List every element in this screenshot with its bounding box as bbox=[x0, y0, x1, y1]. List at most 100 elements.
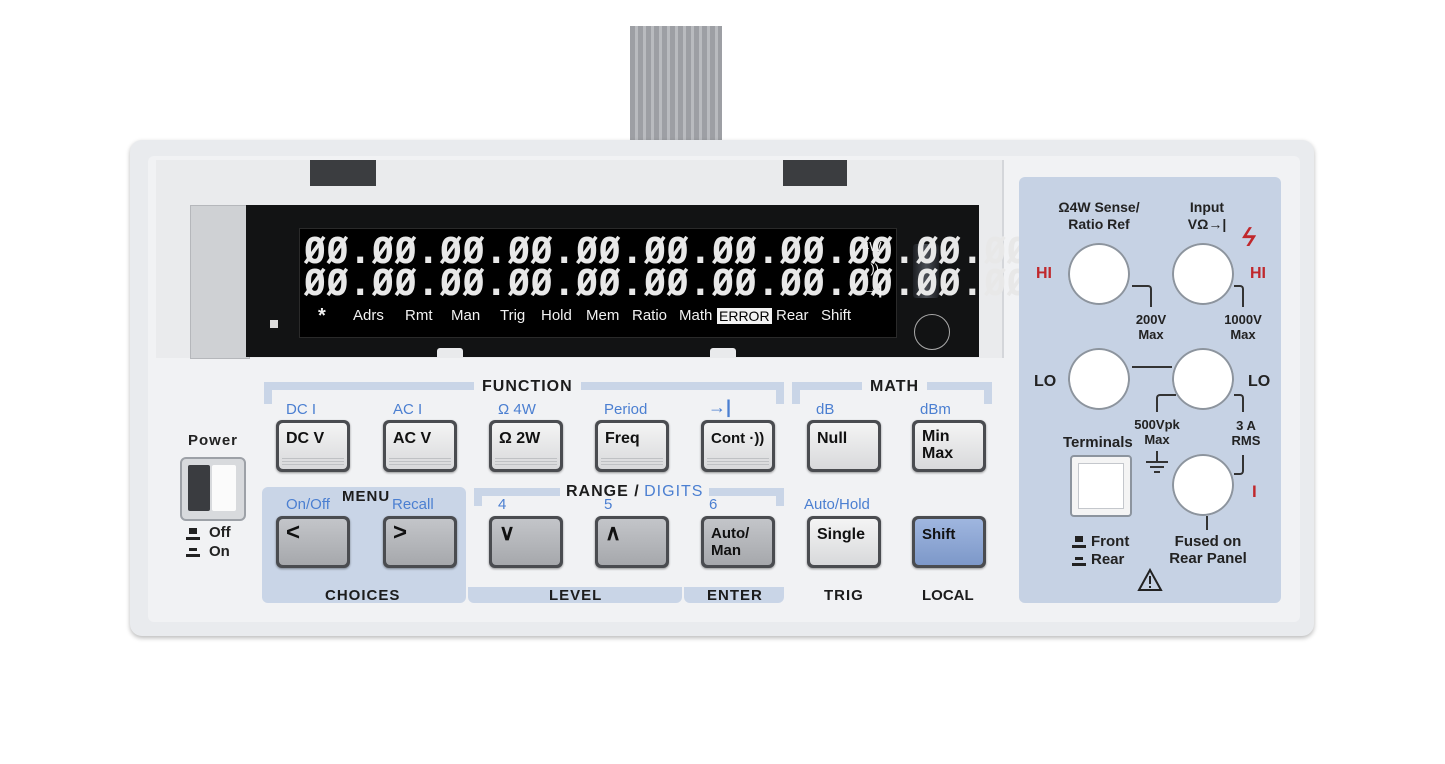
vfd-digits-top: ØØ.ØØ.ØØ.ØØ.ØØ.ØØ.ØØ.ØØ.ØØ.ØØ.ØØ.ØØ bbox=[304, 231, 1098, 272]
wire-3a bbox=[1234, 394, 1244, 412]
level-label: LEVEL bbox=[549, 587, 603, 604]
front-position-icon bbox=[1072, 536, 1086, 548]
hi-right-label: HI bbox=[1250, 265, 1266, 282]
front-rear-switch[interactable] bbox=[1070, 455, 1132, 517]
period-label: Period bbox=[604, 401, 648, 418]
range-up-button[interactable]: ∧ bbox=[595, 516, 669, 568]
auto-man-button[interactable]: Auto/ Man bbox=[701, 516, 775, 568]
ohms-2w-button[interactable]: Ω 2W bbox=[489, 420, 563, 472]
annunciator-row: * Adrs Rmt Man Trig Hold Mem Ratio Math … bbox=[316, 305, 876, 327]
digits-4-label: 4 bbox=[498, 496, 507, 513]
ac-current-label: AC I bbox=[393, 401, 423, 418]
wire-200v bbox=[1132, 285, 1152, 307]
null-button[interactable]: Null bbox=[807, 420, 881, 472]
wire-1000v bbox=[1234, 285, 1244, 307]
range-down-button[interactable]: ∨ bbox=[489, 516, 563, 568]
current-jack[interactable] bbox=[1172, 454, 1234, 516]
board-tab-right bbox=[710, 348, 736, 358]
min-max-button[interactable]: Min Max bbox=[912, 420, 986, 472]
range-bracket-left bbox=[474, 488, 482, 506]
ohms-4w-label: Ω 4W bbox=[498, 401, 536, 418]
freq-button[interactable]: Freq bbox=[595, 420, 669, 472]
annunciator-rear: Rear bbox=[776, 307, 809, 324]
math-title: MATH bbox=[862, 378, 928, 396]
annunciator-star: * bbox=[318, 305, 326, 327]
single-trigger-button[interactable]: Single bbox=[807, 516, 881, 568]
db-label: dB bbox=[816, 401, 835, 418]
auto-hold-label: Auto/Hold bbox=[804, 496, 870, 513]
continuity-indicator-icon: ·)) bbox=[866, 261, 879, 276]
max-500vpk-label: 500Vpk Max bbox=[1134, 417, 1180, 447]
max-1000v-label: 1000V Max bbox=[1224, 312, 1262, 342]
off-position-icon bbox=[186, 528, 200, 540]
ribbon-cable bbox=[630, 26, 722, 144]
menu-on-off-label: On/Off bbox=[286, 496, 330, 513]
power-switch-rocker bbox=[188, 465, 210, 511]
rear-position-icon bbox=[1072, 557, 1086, 566]
wire-lo-link bbox=[1132, 350, 1172, 368]
menu-left-button[interactable]: < bbox=[276, 516, 350, 568]
ac-volts-button[interactable]: AC V bbox=[383, 420, 457, 472]
ohms-2w-label: Ω 2W bbox=[499, 430, 541, 447]
front-label: Front bbox=[1091, 533, 1130, 550]
recall-label: Recall bbox=[392, 496, 434, 513]
shift-button[interactable]: Shift bbox=[912, 516, 986, 568]
choices-label: CHOICES bbox=[325, 587, 401, 604]
dc-volts-button[interactable]: DC V bbox=[276, 420, 350, 472]
terminals-label: Terminals bbox=[1063, 434, 1133, 451]
annunciator-math: Math bbox=[679, 307, 713, 324]
enter-bar bbox=[684, 587, 784, 603]
diode-indicator-icon: →| bbox=[862, 281, 883, 298]
fused-rear-panel-label: Fused on Rear Panel bbox=[1169, 533, 1247, 567]
power-switch[interactable] bbox=[180, 457, 246, 521]
display-bracket bbox=[190, 205, 250, 359]
continuity-label: Cont ·)) bbox=[711, 430, 765, 447]
hi-left-label: HI bbox=[1036, 265, 1052, 282]
level-bar bbox=[468, 587, 682, 603]
continuity-button[interactable]: Cont ·)) bbox=[701, 420, 775, 472]
single-label: Single bbox=[817, 526, 866, 543]
diode-label-icon: →| bbox=[708, 397, 732, 417]
null-label: Null bbox=[817, 430, 848, 447]
digits-6-label: 6 bbox=[709, 496, 718, 513]
input-hi-jack[interactable] bbox=[1172, 243, 1234, 305]
capacitor-silkscreen bbox=[914, 314, 950, 350]
max-200v-label: 200V Max bbox=[1135, 312, 1167, 342]
chevron-right-icon: > bbox=[393, 519, 408, 546]
annunciator-hold: Hold bbox=[541, 307, 572, 324]
ground-icon bbox=[1146, 451, 1168, 477]
amps-3a-label: 3 A RMS bbox=[1231, 418, 1261, 448]
dc-current-label: DC I bbox=[286, 401, 316, 418]
dc-volts-label: DC V bbox=[286, 430, 325, 447]
sense-ratio-label: Ω4W Sense/ Ratio Ref bbox=[1058, 199, 1140, 232]
menu-right-button[interactable]: > bbox=[383, 516, 457, 568]
current-label: I bbox=[1252, 482, 1257, 501]
min-max-label: Min Max bbox=[922, 428, 954, 462]
shift-label: Shift bbox=[922, 526, 956, 543]
vfd-digits-bottom: ØØ.ØØ.ØØ.ØØ.ØØ.ØØ.ØØ.ØØ.ØØ.ØØ.ØØ.ØØ bbox=[304, 263, 1098, 304]
input-lo-jack[interactable] bbox=[1172, 348, 1234, 410]
enter-label: ENTER bbox=[707, 587, 763, 604]
power-on-label: On bbox=[209, 543, 230, 560]
annunciator-mem: Mem bbox=[586, 307, 620, 324]
range-bracket-right bbox=[776, 488, 784, 506]
function-title: FUNCTION bbox=[474, 378, 581, 396]
digits-5-label: 5 bbox=[604, 496, 613, 513]
freq-label: Freq bbox=[605, 430, 640, 447]
bezel-clip-right bbox=[783, 160, 847, 186]
rear-label: Rear bbox=[1091, 551, 1125, 568]
trig-label: TRIG bbox=[824, 587, 864, 604]
on-position-icon bbox=[186, 548, 200, 557]
board-component bbox=[270, 320, 278, 328]
annunciator-man: Man bbox=[451, 307, 481, 324]
range-digits-title: RANGE / DIGITS bbox=[560, 483, 710, 501]
math-bracket-left bbox=[792, 382, 800, 404]
digits-title: DIGITS bbox=[644, 483, 704, 500]
range-title: RANGE / bbox=[566, 483, 640, 500]
board-tab-left bbox=[437, 348, 463, 358]
sense-lo-jack[interactable] bbox=[1068, 348, 1130, 410]
menu-title: MENU bbox=[342, 488, 391, 505]
sense-hi-jack[interactable] bbox=[1068, 243, 1130, 305]
function-bracket-left bbox=[264, 382, 272, 404]
local-label: LOCAL bbox=[922, 587, 974, 604]
